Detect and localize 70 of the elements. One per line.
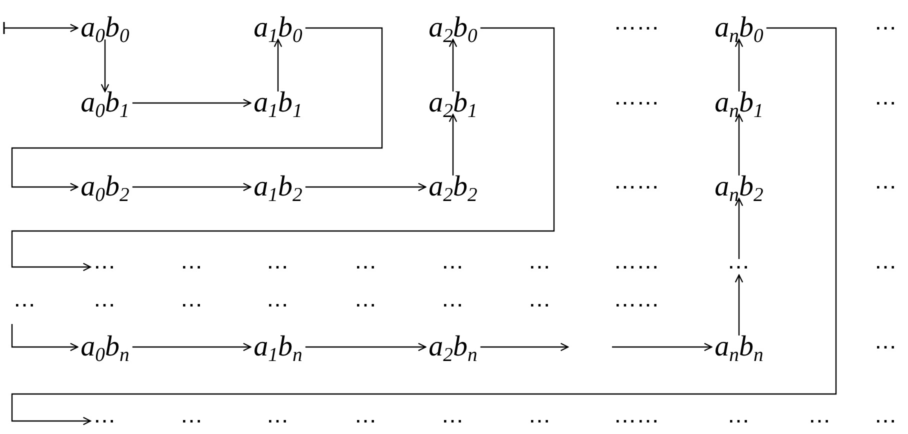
ellipsis: ⋯ [94, 256, 116, 278]
arrow [734, 274, 744, 336]
ellipsis: ⋯⋯ [614, 410, 660, 432]
arrow [480, 342, 569, 352]
math-term: a$_{2}$b$_{2}$ [428, 172, 478, 202]
math-term: a$_{1}$b$_{n}$ [254, 332, 302, 362]
bracket-arrow [11, 27, 837, 426]
ellipsis: ⋯⋯ [614, 256, 660, 278]
ellipsis: ⋯ [442, 410, 464, 432]
math-term: a$_{2}$b$_{n}$ [428, 332, 478, 362]
math-term: a$_{1}$b$_{0}$ [254, 14, 302, 42]
arrow [612, 342, 712, 352]
ellipsis: ⋯ [874, 17, 898, 39]
math-term: a$_{0}$b$_{1}$ [80, 88, 130, 118]
ellipsis: ⋯ [874, 256, 898, 278]
ellipsis: ⋯⋯ [614, 92, 660, 114]
ellipsis: ⋯ [266, 294, 290, 316]
bracket-arrow [11, 27, 383, 192]
ellipsis: ⋯ [874, 176, 898, 198]
arrow [448, 114, 458, 176]
ellipsis: ⋯ [528, 294, 552, 316]
ellipsis: ⋯ [874, 410, 898, 432]
arrow [132, 182, 252, 192]
arrow [274, 38, 282, 92]
ellipsis: ⋯ [442, 294, 464, 316]
math-term: a$_{0}$b$_{n}$ [80, 332, 130, 362]
bracket-arrow [11, 27, 555, 272]
arrow [132, 342, 252, 352]
ellipsis: ⋯ [528, 410, 552, 432]
ellipsis: ⋯ [266, 256, 290, 278]
math-term: a$_{n}$b$_{2}$ [714, 172, 764, 202]
math-term: a$_{0}$b$_{0}$ [80, 14, 130, 42]
ellipsis: ⋯ [354, 410, 378, 432]
math-term: a$_{1}$b$_{2}$ [254, 172, 302, 202]
arrow [132, 98, 252, 108]
ellipsis: ⋯⋯ [614, 17, 660, 39]
math-term: a$_{2}$b$_{1}$ [428, 88, 478, 118]
ellipsis: ⋯ [180, 410, 204, 432]
math-term: a$_{n}$b$_{n}$ [714, 332, 764, 362]
ellipsis: ⋯ [874, 336, 898, 358]
arrow [734, 38, 744, 92]
arrow [305, 342, 426, 352]
arrow [3, 21, 78, 35]
math-term: a$_{0}$b$_{2}$ [80, 172, 130, 202]
ellipsis: ⋯ [442, 256, 464, 278]
arrow [734, 198, 744, 259]
ellipsis: ⋯ [180, 294, 204, 316]
ellipsis: ⋯ [354, 294, 378, 316]
ellipsis: ⋯ [94, 294, 116, 316]
ellipsis: ⋯⋯ [614, 176, 660, 198]
math-term: a$_{n}$b$_{1}$ [714, 88, 764, 118]
ellipsis: ⋯ [180, 256, 204, 278]
ellipsis: ⋯ [266, 410, 290, 432]
ellipsis: ⋯⋯ [614, 294, 660, 316]
math-term: a$_{1}$b$_{1}$ [254, 88, 302, 118]
arrow [100, 40, 110, 92]
ellipsis: ⋯ [728, 256, 750, 278]
ellipsis: ⋯ [528, 256, 552, 278]
arrow [448, 38, 458, 92]
ellipsis: ⋯ [874, 92, 898, 114]
ellipsis: ⋯ [728, 410, 750, 432]
ellipsis: ⋯ [354, 256, 378, 278]
arrow [305, 182, 426, 192]
arrow [734, 114, 744, 176]
ellipsis: ⋯ [808, 410, 832, 432]
ellipsis: ⋯ [94, 410, 116, 432]
ellipsis: ⋯ [14, 294, 36, 316]
bracket-arrow [11, 324, 78, 352]
math-term: a$_{n}$b$_{0}$ [714, 14, 764, 42]
math-term: a$_{2}$b$_{0}$ [428, 14, 478, 42]
